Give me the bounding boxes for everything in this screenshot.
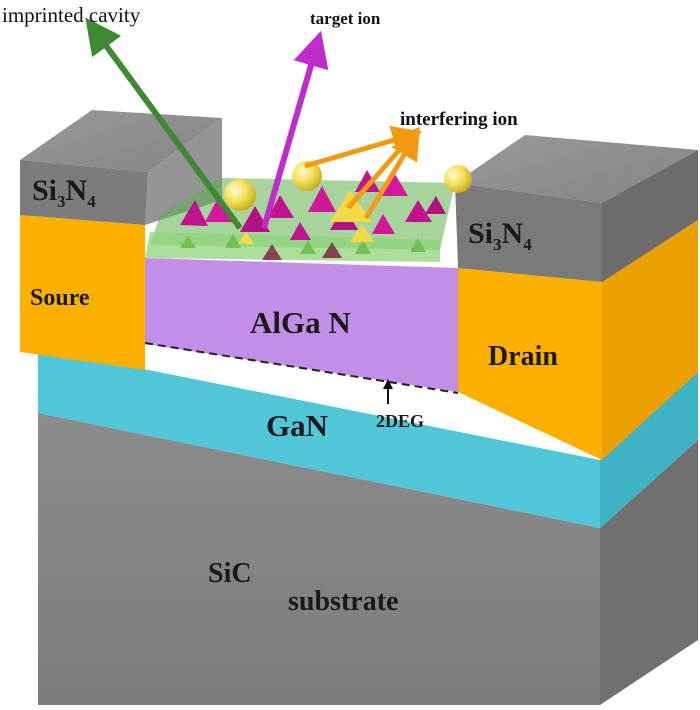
gan-front-face bbox=[38, 348, 600, 528]
magenta-ion bbox=[405, 200, 432, 222]
source-label: Soure bbox=[30, 285, 90, 311]
si3n4-right-top bbox=[455, 135, 698, 203]
interfering-sphere bbox=[444, 165, 472, 193]
sic-substrate bbox=[38, 413, 698, 705]
si3n4-right-side bbox=[602, 150, 698, 282]
magenta-ion bbox=[322, 242, 342, 258]
interfering-ion-label: interfering ion bbox=[400, 109, 518, 130]
drain-front-face bbox=[458, 268, 602, 460]
magenta-ion bbox=[355, 170, 380, 192]
magenta-ion bbox=[425, 196, 446, 214]
interfering-ion-arrow-1 bbox=[304, 125, 423, 169]
sic-label: SiC bbox=[208, 558, 252, 589]
si3n4-left-block bbox=[20, 110, 222, 225]
magenta-ion bbox=[382, 174, 408, 196]
green-site bbox=[180, 236, 196, 248]
magenta-ion bbox=[268, 195, 294, 218]
2deg-label: 2DEG bbox=[376, 411, 424, 431]
si3n4-right-block bbox=[455, 135, 698, 282]
yellow-pyramid bbox=[238, 232, 254, 244]
green-site bbox=[355, 240, 371, 254]
substrate-side-face bbox=[600, 440, 698, 705]
si3n4-right-label: Si3N4 bbox=[468, 217, 532, 254]
green-site bbox=[225, 234, 241, 248]
magenta-ion bbox=[180, 200, 208, 226]
si3n4-left-label: Si3N4 bbox=[32, 174, 96, 211]
source-front-face bbox=[20, 215, 145, 370]
drain-label: Drain bbox=[488, 341, 558, 372]
si3n4-left-top bbox=[20, 110, 222, 172]
yellow-pyramid bbox=[350, 224, 374, 242]
substrate-label: substrate bbox=[288, 586, 398, 617]
interfering-sphere bbox=[292, 161, 322, 191]
magenta-ion bbox=[262, 244, 282, 260]
magenta-ion bbox=[372, 214, 395, 234]
interfering-sphere bbox=[224, 179, 256, 211]
gan-layer bbox=[38, 348, 698, 528]
substrate-front-face bbox=[38, 413, 600, 705]
algan-front-face bbox=[145, 258, 458, 392]
drain-side-face bbox=[602, 220, 698, 460]
magenta-ion bbox=[308, 186, 336, 212]
sphere-ions bbox=[224, 161, 472, 211]
algan-layer bbox=[145, 258, 458, 392]
gan-side-face bbox=[600, 372, 698, 528]
algan-label: AlGa N bbox=[250, 305, 351, 340]
si3n4-right-front bbox=[455, 183, 602, 282]
interfering-ion-arrow-3 bbox=[363, 129, 420, 220]
imprinted-cavity-arrow bbox=[85, 17, 243, 230]
magenta-ion bbox=[290, 222, 311, 240]
magenta-ion bbox=[205, 198, 232, 222]
gan-label: GaN bbox=[266, 408, 328, 443]
target-ion-label: target ion bbox=[310, 9, 381, 28]
imprinted-cavity-label: imprinted cavity bbox=[2, 3, 141, 27]
source-electrode bbox=[20, 215, 145, 370]
ion-pyramids bbox=[180, 170, 446, 260]
2deg-pointer-head bbox=[383, 379, 393, 389]
2deg-dashed-line bbox=[144, 342, 459, 394]
si3n4-left-front bbox=[20, 160, 148, 225]
green-site bbox=[300, 240, 316, 254]
green-site bbox=[410, 238, 426, 252]
target-ion-arrow bbox=[261, 30, 329, 229]
drain-electrode bbox=[458, 220, 698, 460]
